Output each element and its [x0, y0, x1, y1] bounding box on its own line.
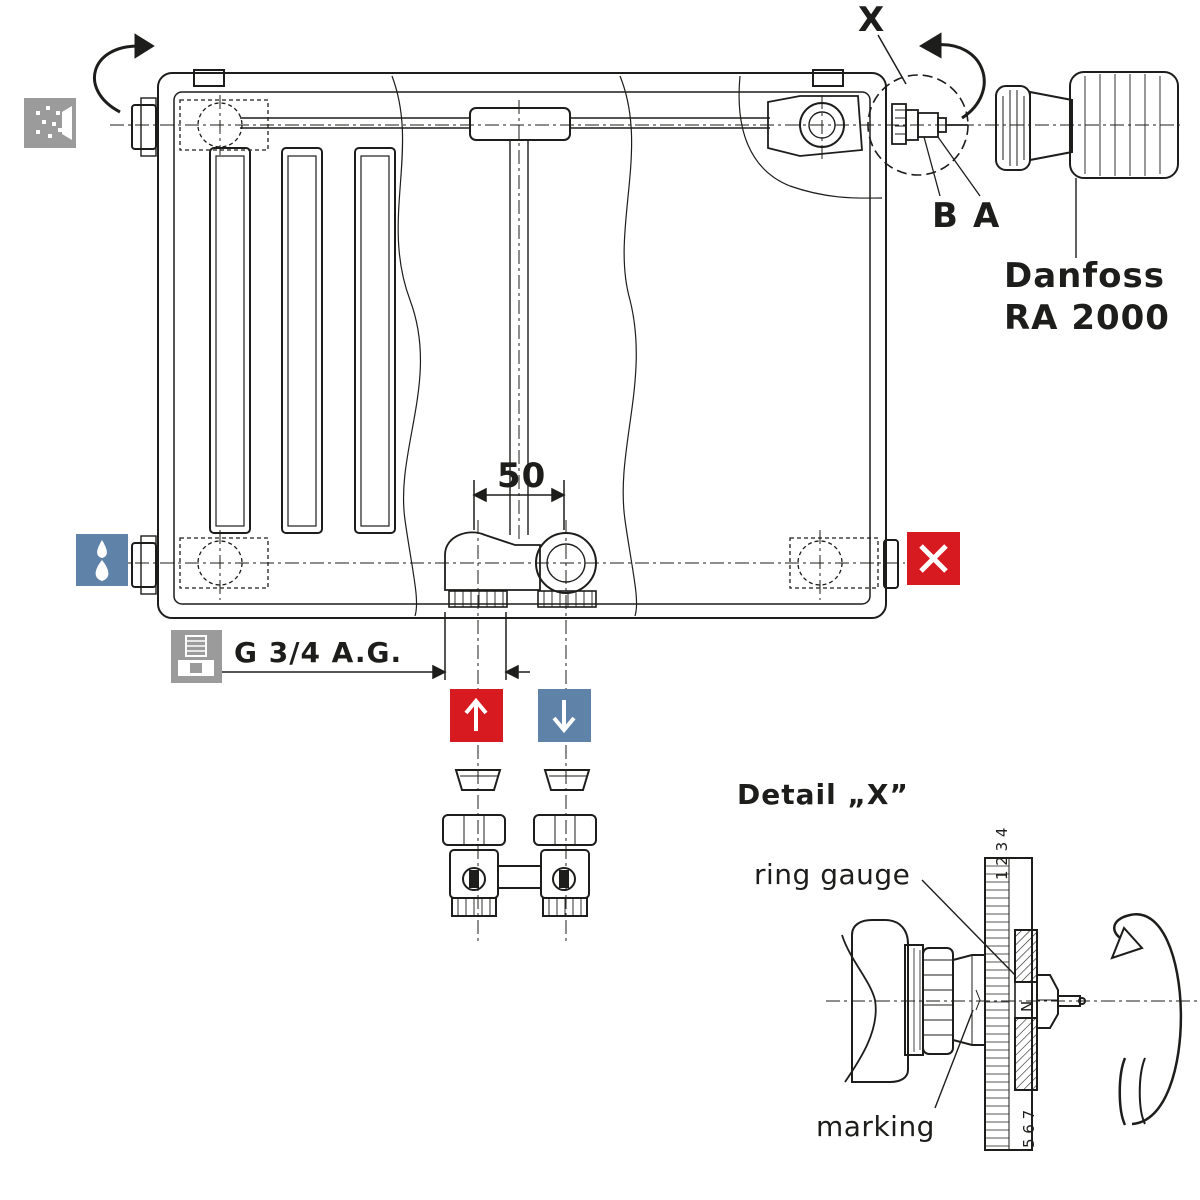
valve-assembly: [442, 769, 597, 917]
detail-x-circle: [867, 74, 969, 176]
center-lines: [110, 95, 1180, 945]
scale-bottom-numbers: 5 6 7: [1020, 1109, 1038, 1148]
thread-label: G 3/4 A.G.: [234, 636, 403, 669]
air-vent-icon: [24, 98, 76, 148]
rotation-arrow-right: [919, 32, 986, 120]
marking-label: marking: [816, 1110, 935, 1143]
thermostatic-head: [995, 71, 1179, 258]
marker-b: B: [932, 196, 959, 236]
return-down-arrow-icon: [538, 689, 591, 742]
water-drops-icon: [76, 534, 128, 586]
brand-name: Danfoss: [1004, 256, 1165, 296]
ring-gauge-label: ring gauge: [754, 858, 911, 891]
flow-up-arrow-icon: [450, 689, 503, 742]
radiator-body: [131, 69, 899, 619]
valve-insert: [891, 103, 968, 145]
closed-x-icon: [907, 532, 960, 585]
dimension-label: 50: [497, 456, 547, 496]
thread-fitting-icon: [171, 630, 222, 683]
thread-dimension: [222, 612, 530, 680]
scale-mid-letter: N: [1018, 1000, 1036, 1012]
model-name: RA 2000: [1004, 298, 1170, 338]
detail-title: Detail „X”: [737, 778, 909, 811]
scale-top-numbers: 1 2 3 4: [993, 827, 1011, 880]
dimension-50: [472, 480, 566, 530]
detail-x-drawing: [841, 857, 1183, 1151]
marker-a: A: [973, 196, 1001, 236]
detail-x-marker: X: [858, 0, 886, 40]
rotation-arrow-left: [92, 33, 155, 114]
